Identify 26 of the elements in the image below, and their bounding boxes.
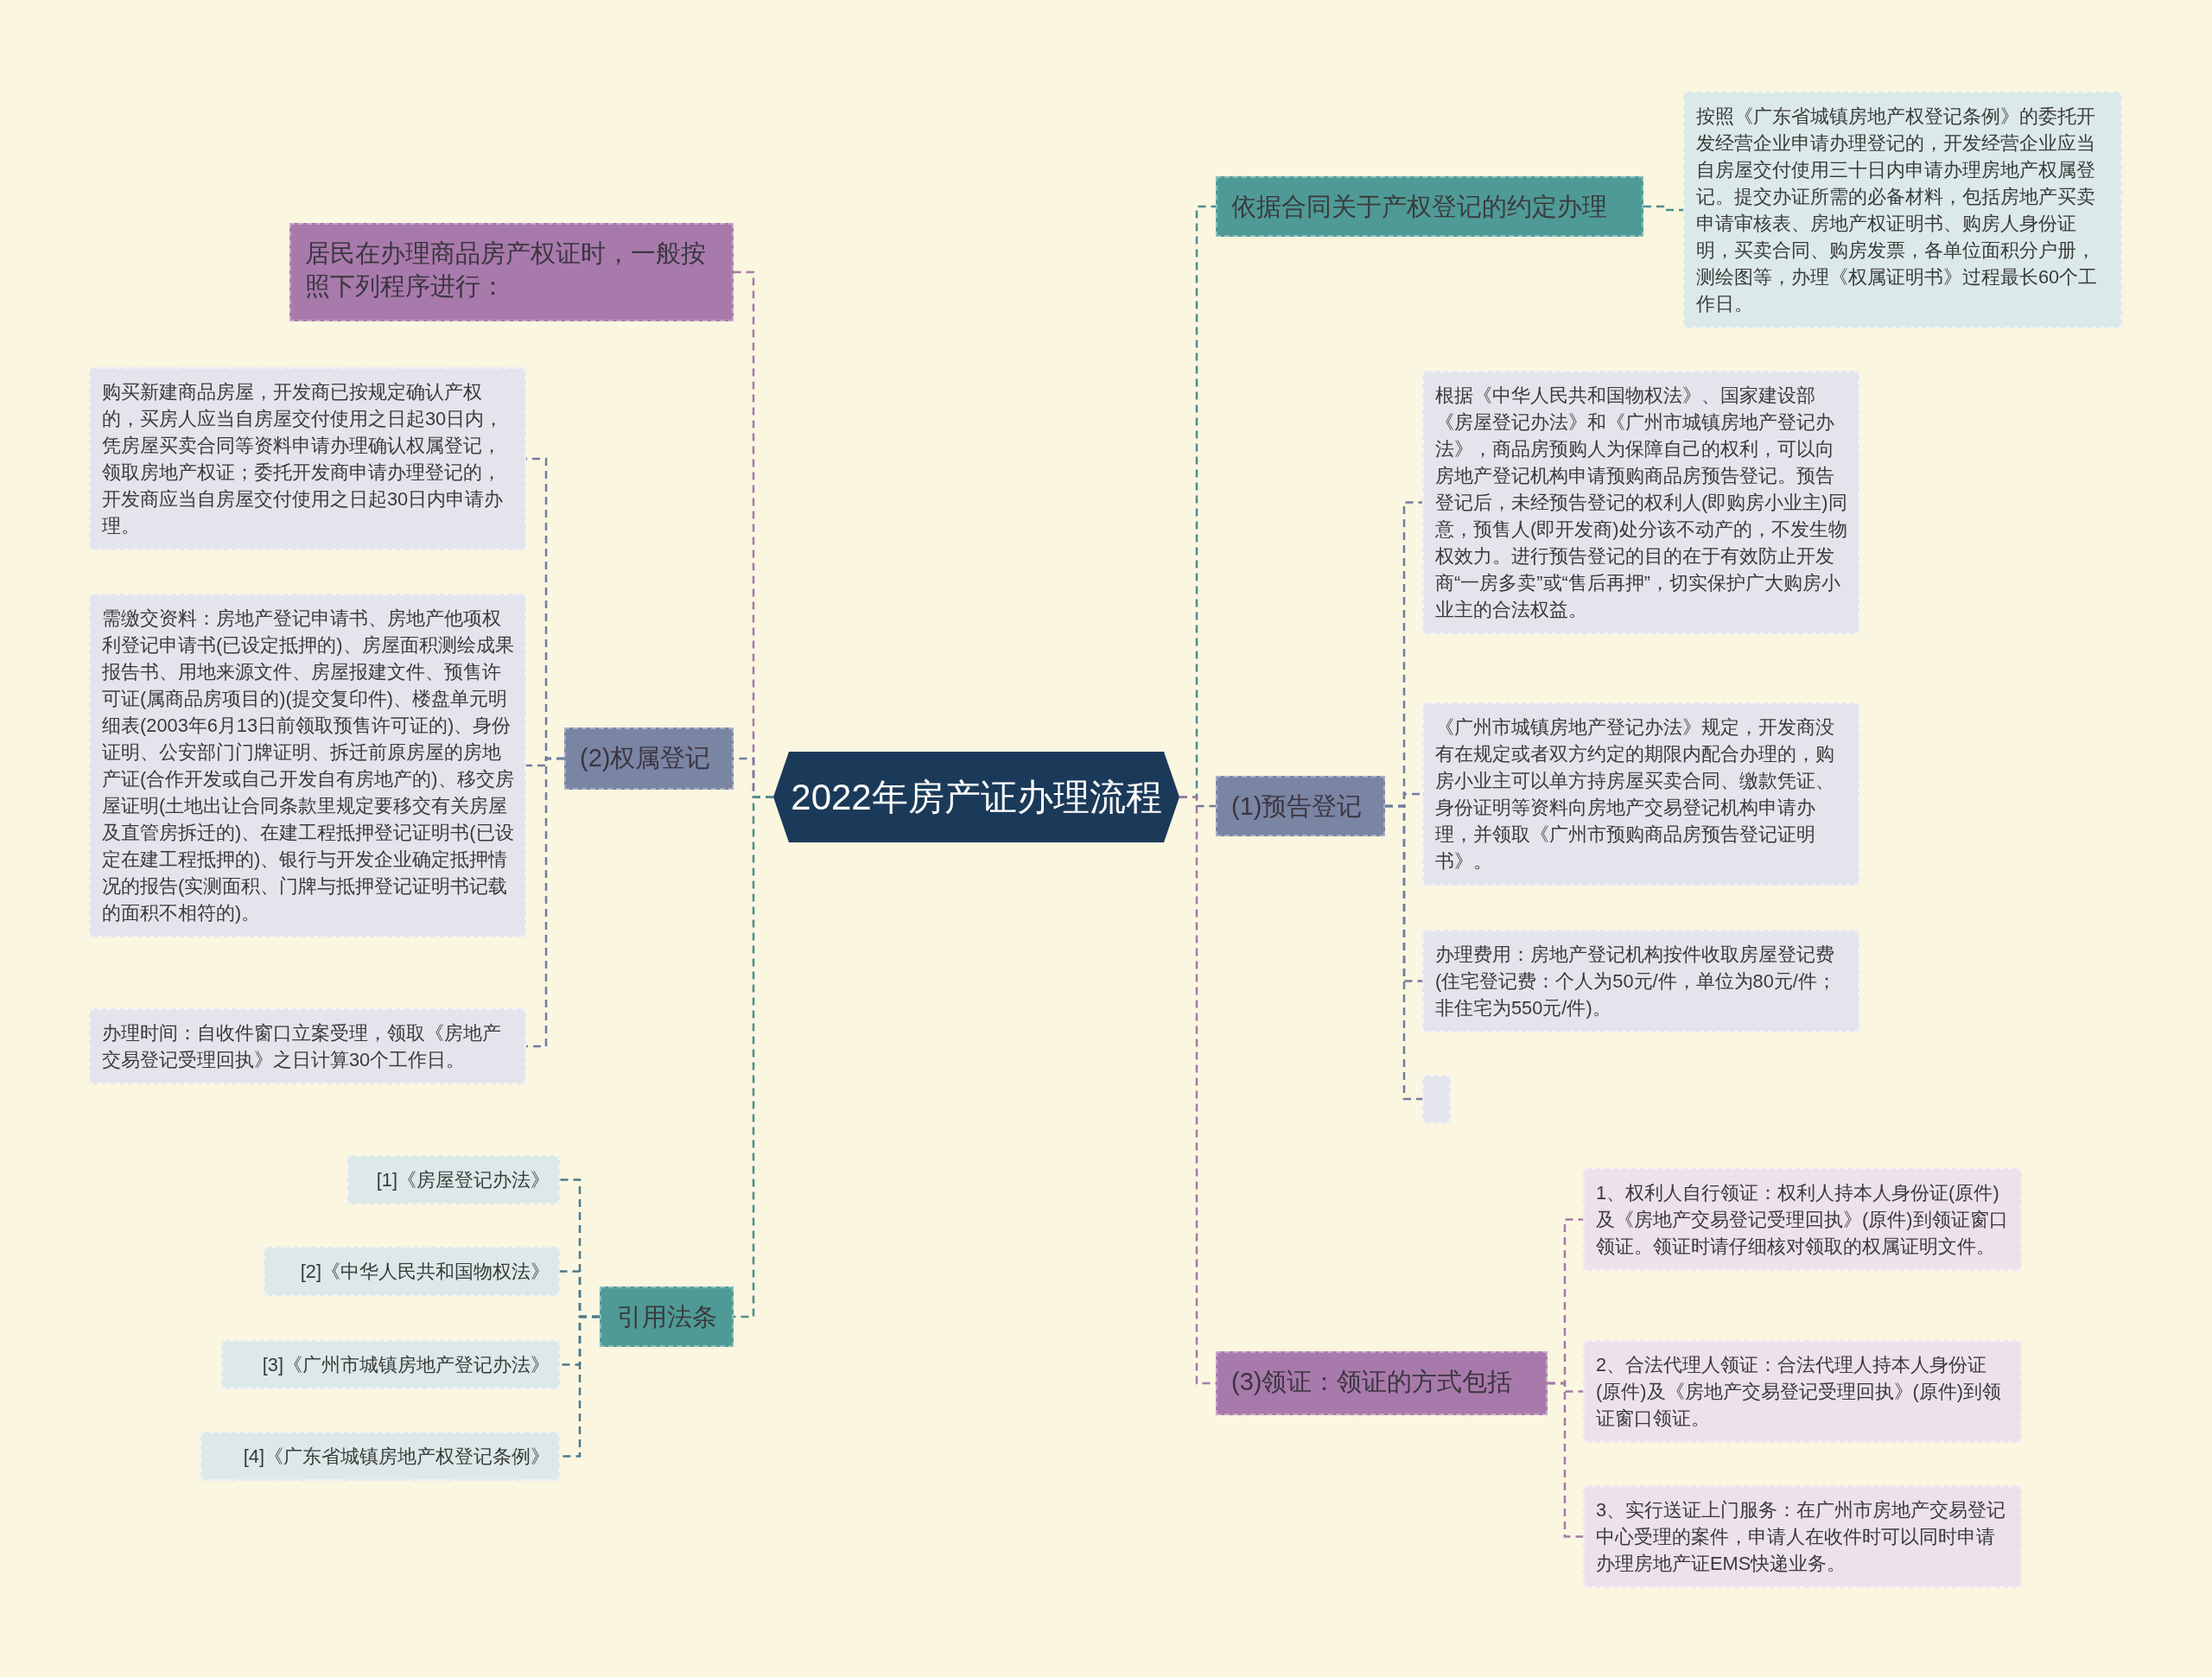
note-box: 《广州市城镇房地产登记办法》规定，开发商没有在规定或者双方约定的期限内配合办理的，购房小业主可以单方持房屋买卖合同、缴款凭证、身份证明等资料向房地产交易登记机构申请办理，并领取《广州市预购商品房预告登记证明书》。	[1422, 702, 1859, 886]
topic-box: 居民在办理商品房产权证时，一般按照下列程序进行：	[289, 223, 734, 321]
note-box: 1、权利人自行领证：权利人持本人身份证(原件)及《房地产交易登记受理回执》(原件)到领证窗口领证。领证时请仔细核对领取的权属证明文件。	[1583, 1168, 2022, 1271]
note-box: 按照《广东省城镇房地产权登记条例》的委托开发经营企业申请办理登记的，开发经营企业应当自房屋交付使用三十日内申请办理房地产权属登记。提交办证所需的必备材料，包括房地产买卖申请审核表、房地产权证明书、购房人身份证明，买卖合同、购房发票，各单位面积分户册，测绘图等，办理《权属证明书》过程最长60个工作日。	[1683, 92, 2122, 328]
note-box: 办理时间：自收件窗口立案受理，领取《房地产交易登记受理回执》之日计算30个工作日。	[89, 1008, 526, 1084]
note-box: [2]《中华人民共和国物权法》	[264, 1247, 560, 1296]
note-box: 2、合法代理人领证：合法代理人持本人身份证(原件)及《房地产交易登记受理回执》(原件)到领证窗口领证。	[1583, 1340, 2022, 1443]
topic-box: (1)预告登记	[1216, 776, 1385, 836]
note-box: 3、实行送证上门服务：在广州市房地产交易登记中心受理的案件，申请人在收件时可以同时申请办理房地产证EMS快递业务。	[1583, 1485, 2022, 1588]
title-hexagon: 2022年房产证办理流程	[773, 752, 1179, 842]
note-box: 需缴交资料：房地产登记申请书、房地产他项权利登记申请书(已设定抵押的)、房屋面积测绘成果报告书、用地来源文件、房屋报建文件、预售许可证(属商品房项目的)(提交复印件)、楼盘单元明细表(2003年6月13日前领取预售许可证的)、身份证明、公安部门门牌证明、拆迁前原房屋的房地产证(合作开发或自己开发自有房地产的)、移交房屋证明(土地出让合同条款里规定要移交有关房屋及直管房拆迁的)、在建工程抵押登记证明书(已设定在建工程抵押的)、银行与开发企业确定抵押情况的报告(实测面积、门牌与抵押登记证明书记载的面积不相符的)。	[89, 594, 526, 937]
topic-box: (3)领证：领证的方式包括	[1216, 1351, 1548, 1415]
note-box: 购买新建商品房屋，开发商已按规定确认产权的，买房人应当自房屋交付使用之日起30日内，凭房屋买卖合同等资料申请办理确认权属登记，领取房地产权证；委托开发商申请办理登记的，开发商应当自房屋交付使用之日起30日内申请办理。	[89, 367, 526, 550]
topic-box: 依据合同关于产权登记的约定办理	[1216, 176, 1643, 237]
note-box: [4]《广东省城镇房地产权登记条例》	[200, 1432, 560, 1481]
connector-line	[1548, 1382, 1583, 1538]
connector-line	[1385, 804, 1422, 1101]
note-box: [1]《房屋登记办法》	[347, 1155, 560, 1204]
empty-box	[1422, 1075, 1451, 1123]
topic-box: (2)权属登记	[564, 727, 734, 790]
note-box: 办理费用：房地产登记机构按件收取房屋登记费(住宅登记费：个人为50元/件，单位为80元/件；非住宅为550元/件)。	[1422, 930, 1859, 1032]
note-box: [3]《广州市城镇房地产登记办法》	[221, 1340, 560, 1389]
connector-line	[734, 796, 773, 1318]
connector-line	[1643, 205, 1683, 212]
note-box: 根据《中华人民共和国物权法》、国家建设部《房屋登记办法》和《广州市城镇房地产登记办法》，商品房预购人为保障自己的权利，可以向房地产登记机构申请预购商品房预告登记。预告登记后，未经预告登记的权利人(即购房小业主)同意，预售人(即开发商)处分该不动产的，不发生物权效力。进行预告登记的目的在于有效防止开发商“一房多卖”或“售后再押”，切实保护广大购房小业主的合法权益。	[1422, 371, 1859, 634]
topic-box: 引用法条	[600, 1286, 734, 1347]
